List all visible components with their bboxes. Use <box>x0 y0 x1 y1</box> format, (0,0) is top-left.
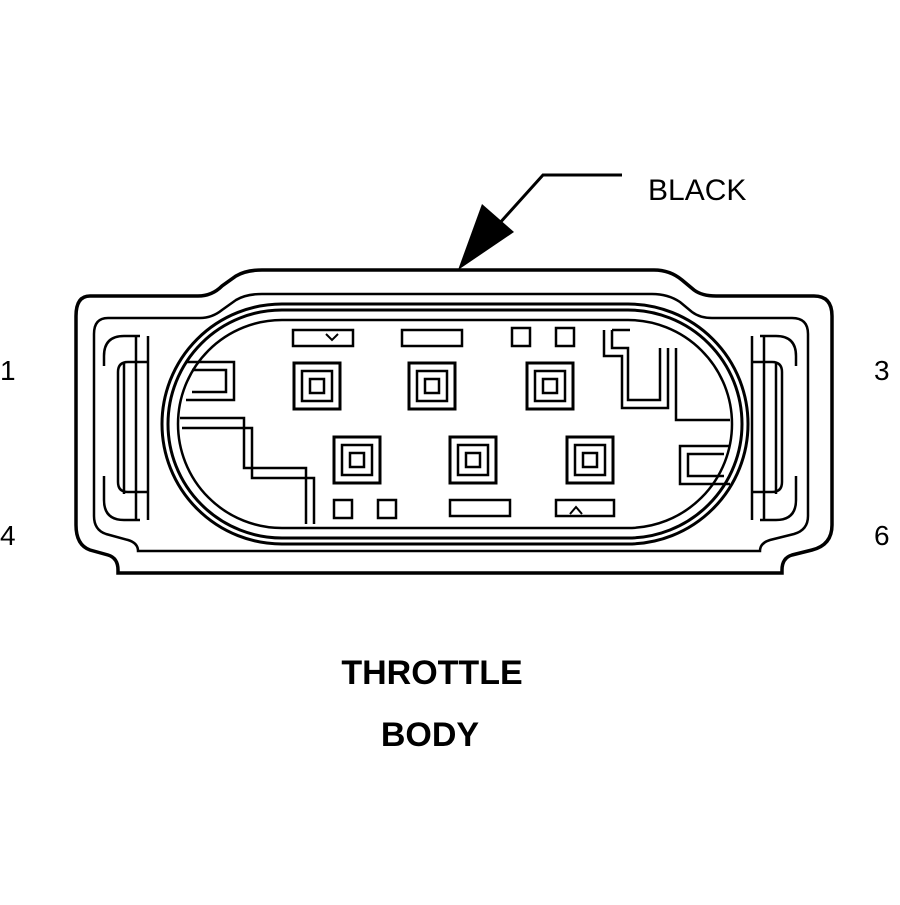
right-latch <box>750 334 798 522</box>
pin-label-1: 1 <box>0 355 16 386</box>
cavity-4 <box>332 435 382 485</box>
callout-arrow <box>458 173 622 270</box>
cavity-2 <box>407 361 457 411</box>
pin-label-4: 4 <box>0 520 16 551</box>
cavity-1 <box>292 361 342 411</box>
cavity-6 <box>565 435 615 485</box>
caption-line-2: BODY <box>381 716 480 754</box>
seal-rings <box>160 302 750 546</box>
cavity-5 <box>448 435 498 485</box>
connector-housing <box>74 268 834 575</box>
keying-slots <box>291 326 616 520</box>
caption-line-1: THROTTLE <box>341 654 522 692</box>
terminal-cavities <box>292 361 615 485</box>
pin-label-6: 6 <box>874 520 890 551</box>
cavity-3 <box>525 361 575 411</box>
inner-side-tabs <box>186 360 730 486</box>
interior-walls <box>180 328 730 524</box>
left-latch <box>102 334 150 522</box>
color-callout-label: BLACK <box>648 174 746 207</box>
pin-label-3: 3 <box>874 355 890 386</box>
